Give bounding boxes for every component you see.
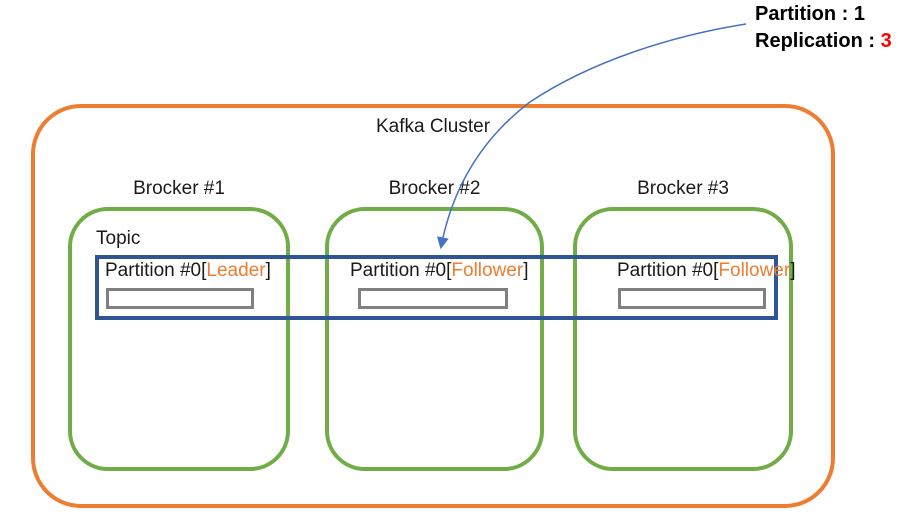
replication-value: 3	[880, 30, 892, 52]
partition-role: Follower	[451, 260, 524, 281]
topic-box	[95, 255, 778, 320]
broker-3-box	[573, 207, 793, 471]
broker-1-label: Brocker #1	[133, 178, 225, 199]
replication-count-line: Replication : 3	[755, 28, 892, 55]
partition-0-follower-label-2: Partition #0[Follower]	[617, 258, 796, 284]
broker-2-box	[325, 207, 544, 471]
partition-role: Leader	[206, 260, 266, 281]
broker-2-label: Brocker #2	[388, 178, 481, 199]
replication-label: Replication :	[755, 30, 881, 52]
broker-3-label: Brocker #3	[637, 178, 729, 199]
partition-0-leader-label: Partition #0[Leader]	[105, 258, 271, 284]
partition-name: Partition #0[	[105, 260, 207, 281]
log-segment-bar-2	[358, 288, 508, 309]
topic-label: Topic	[96, 228, 141, 249]
partition-count-line: Partition : 1	[755, 3, 866, 25]
partition-bracket: ]	[790, 260, 796, 281]
partition-role: Follower	[718, 260, 791, 281]
kafka-cluster-label: Kafka Cluster	[375, 116, 491, 137]
log-segment-bar-3	[618, 288, 766, 309]
broker-1-box	[68, 207, 290, 471]
partition-name: Partition #0[	[617, 260, 719, 281]
partition-name: Partition #0[	[350, 260, 452, 281]
partition-0-follower-label-1: Partition #0[Follower]	[350, 258, 529, 284]
annotation-text: Partition : 1 Replication : 3	[755, 1, 892, 55]
log-segment-bar-1	[106, 288, 254, 309]
partition-bracket: ]	[265, 260, 271, 281]
partition-bracket: ]	[523, 260, 529, 281]
kafka-cluster-box	[31, 104, 835, 508]
